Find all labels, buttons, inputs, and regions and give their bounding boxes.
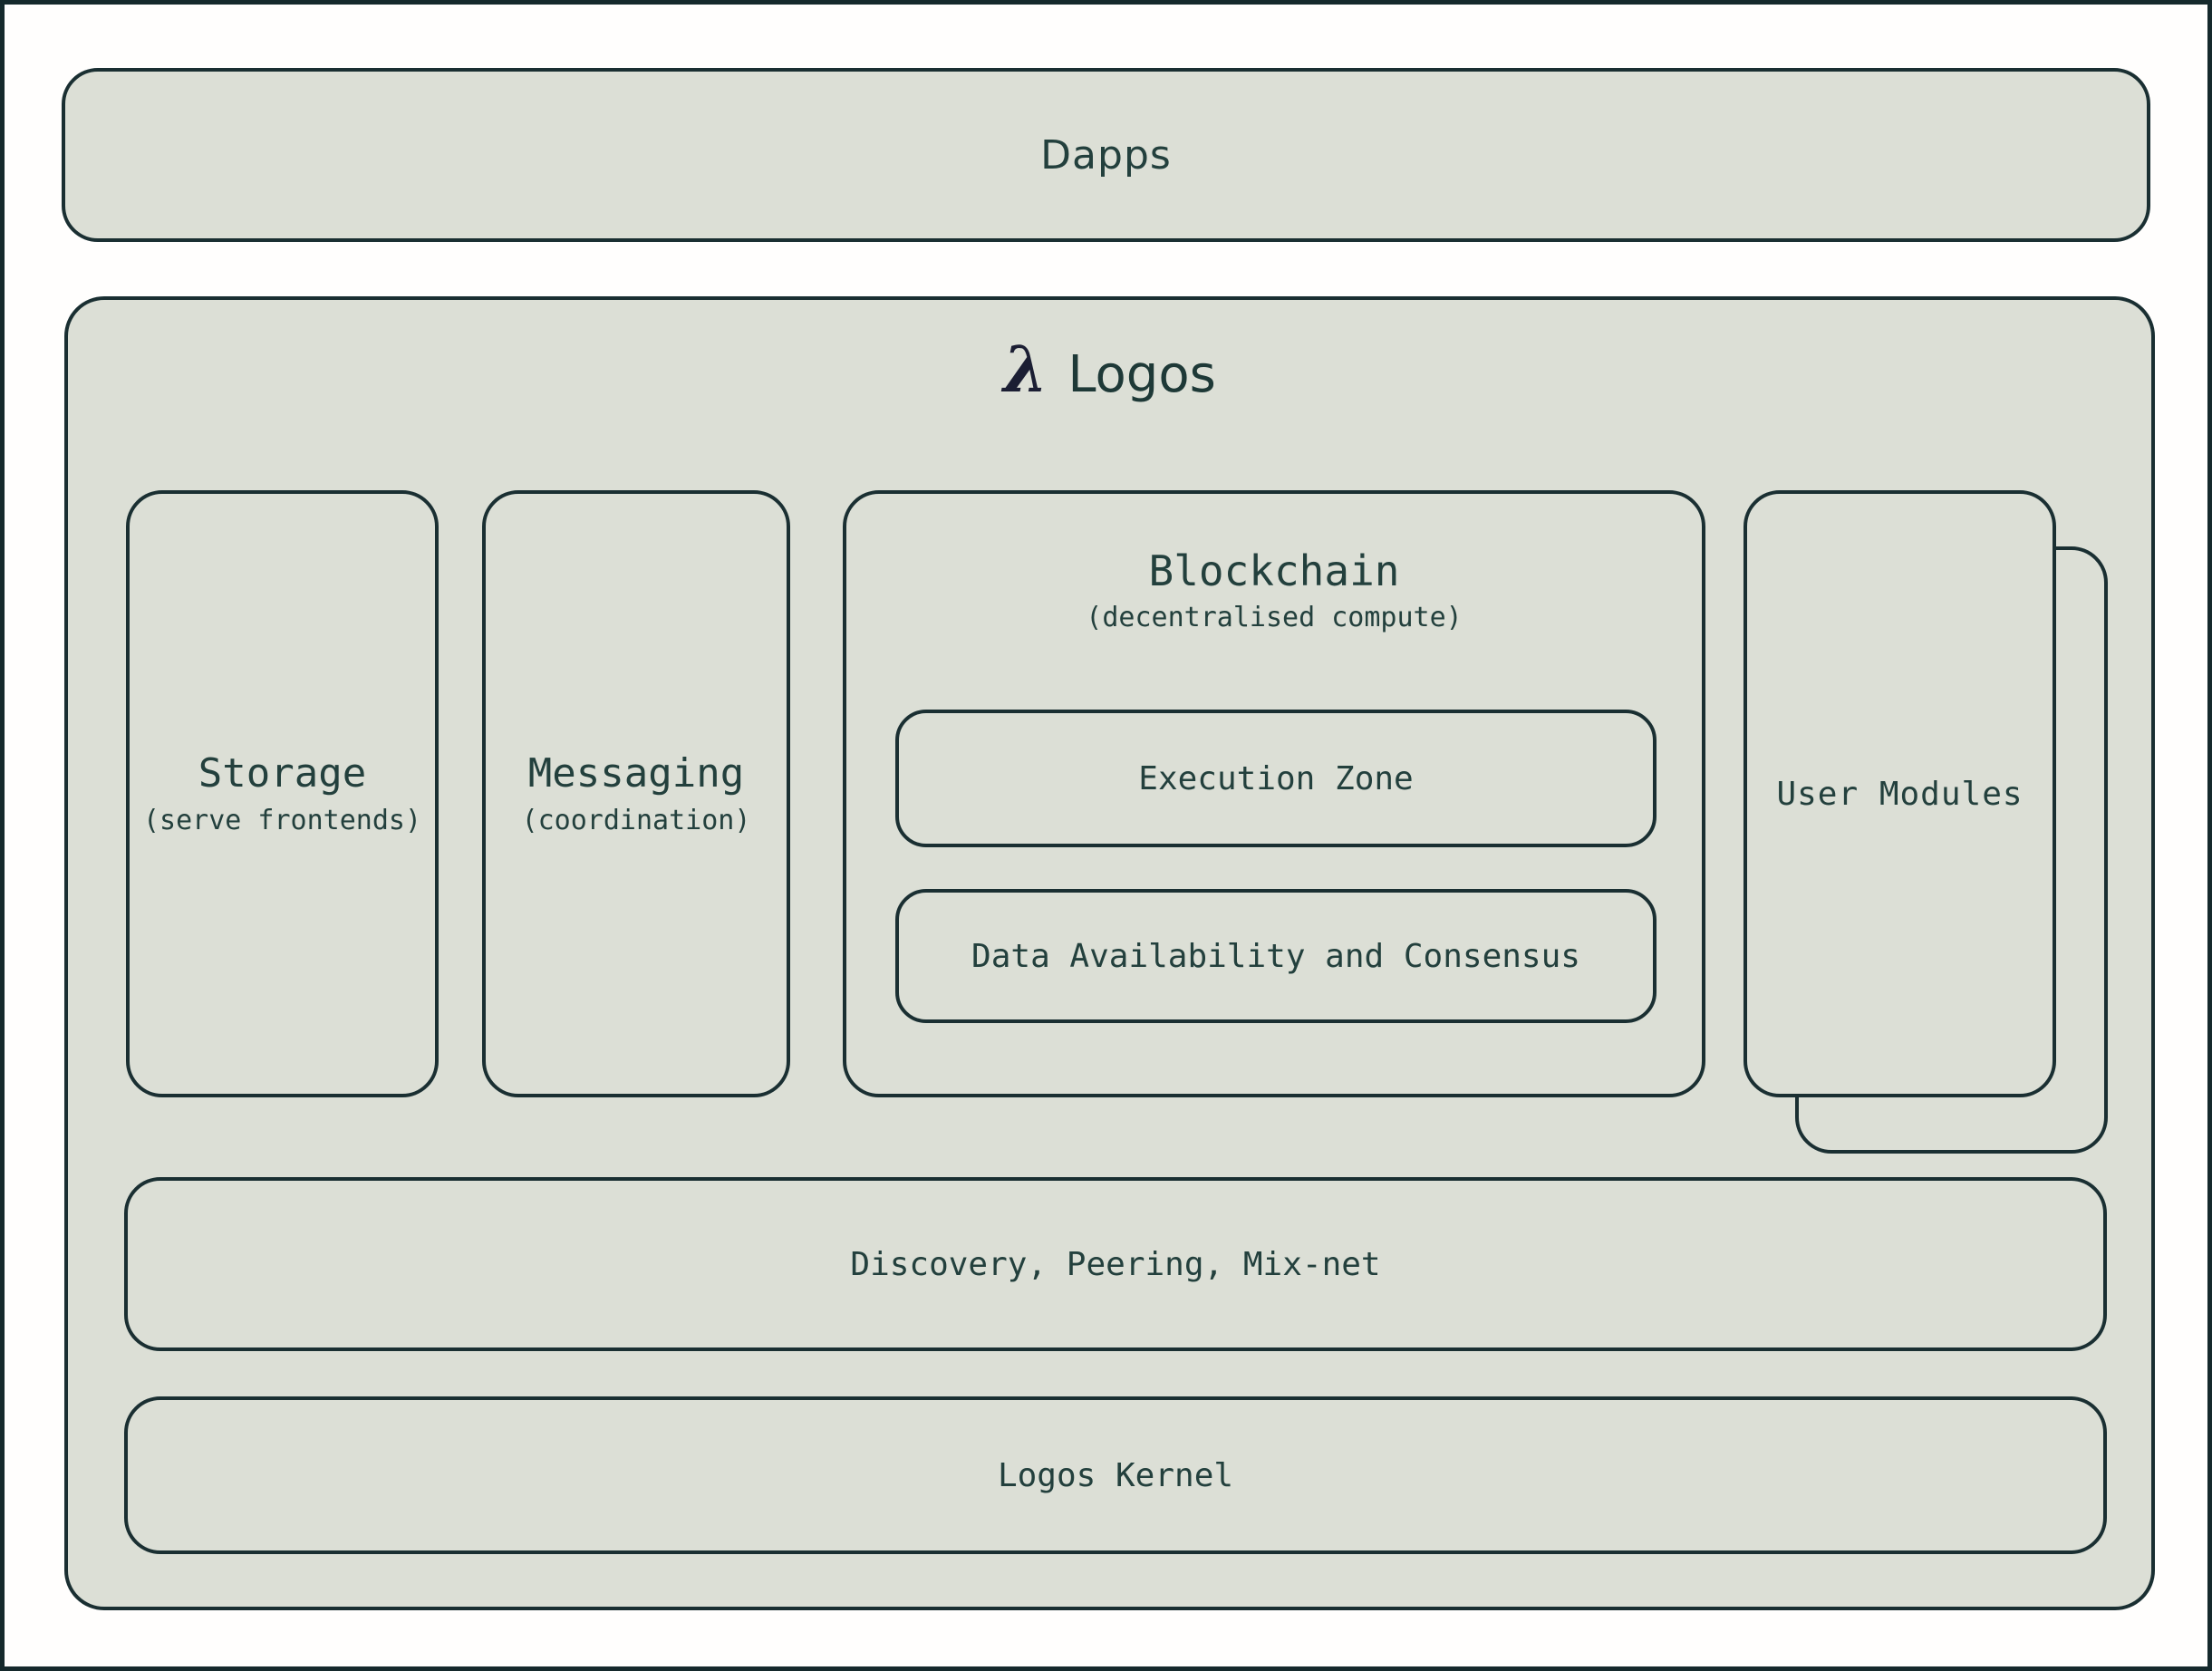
discovery-peering-mixnet-box: Discovery, Peering, Mix-net xyxy=(124,1177,2107,1351)
storage-label: Storage xyxy=(198,749,367,797)
execution-zone-box: Execution Zone xyxy=(895,710,1657,847)
logos-box: λ Logos Storage (serve frontends) Messag… xyxy=(64,296,2155,1610)
user-modules-label: User Modules xyxy=(1776,775,2024,813)
user-modules-box: User Modules xyxy=(1744,490,2056,1097)
logos-title-label: Logos xyxy=(1067,345,1216,404)
storage-sublabel: (serve frontends) xyxy=(142,805,422,837)
blockchain-label: Blockchain xyxy=(1148,546,1400,595)
messaging-box: Messaging (coordination) xyxy=(482,490,790,1097)
logos-title: λ Logos xyxy=(68,338,2151,401)
blockchain-box: Blockchain (decentralised compute) Execu… xyxy=(843,490,1705,1097)
discovery-peering-mixnet-label: Discovery, Peering, Mix-net xyxy=(850,1245,1381,1283)
user-modules-stack: User Modules xyxy=(1744,490,2108,1154)
data-availability-box: Data Availability and Consensus xyxy=(895,889,1657,1023)
logos-kernel-box: Logos Kernel xyxy=(124,1396,2107,1554)
messaging-label: Messaging xyxy=(527,749,745,797)
dapps-box: Dapps xyxy=(62,68,2150,242)
dapps-label: Dapps xyxy=(1040,131,1172,179)
lambda-icon: λ xyxy=(1003,332,1048,407)
storage-box: Storage (serve frontends) xyxy=(126,490,439,1097)
execution-zone-label: Execution Zone xyxy=(1138,759,1414,797)
data-availability-label: Data Availability and Consensus xyxy=(971,937,1580,975)
messaging-sublabel: (coordination) xyxy=(521,805,751,837)
blockchain-sublabel: (decentralised compute) xyxy=(1086,602,1463,634)
logos-kernel-label: Logos Kernel xyxy=(997,1456,1234,1494)
